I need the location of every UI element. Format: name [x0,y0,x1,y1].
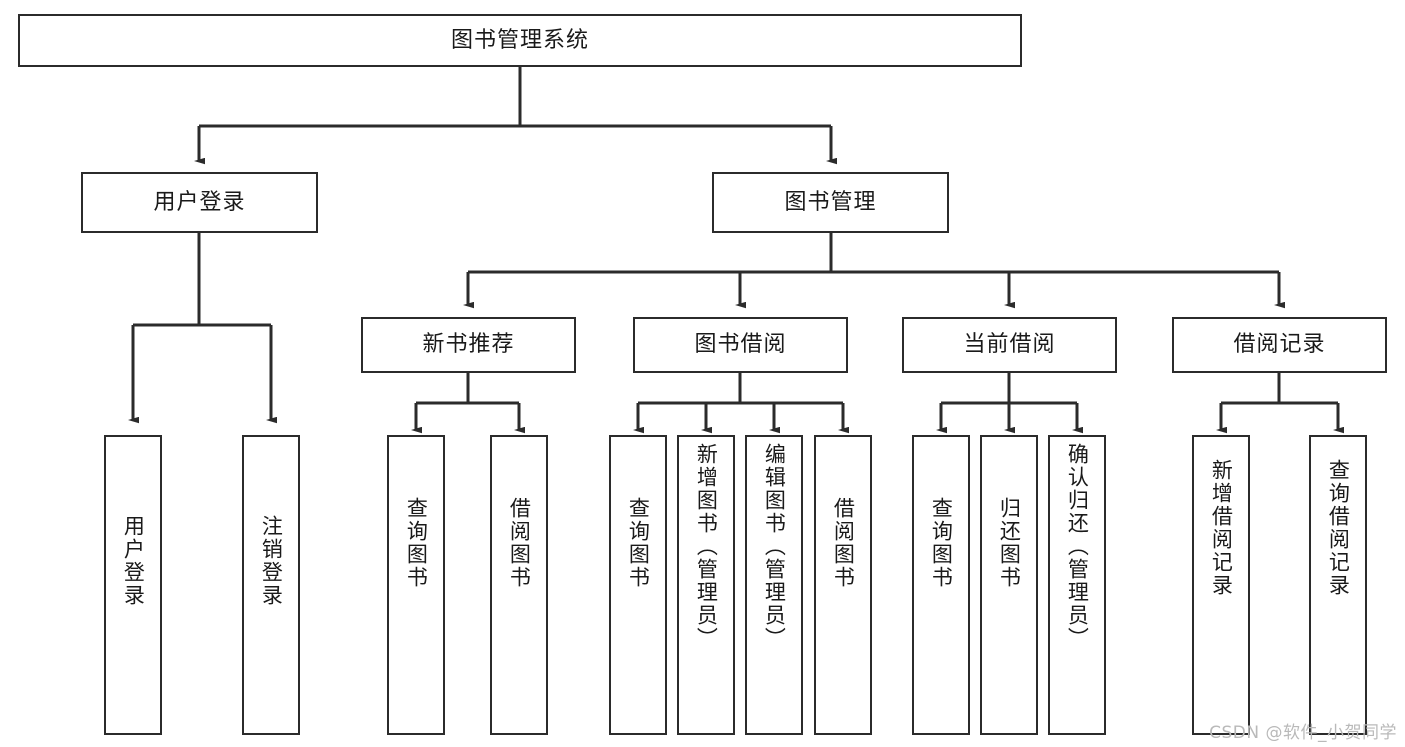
leaf-return-book[interactable]: 归还图书 [980,435,1038,735]
leaf-borrow-book[interactable]: 借阅图书 [814,435,872,735]
leaf-add-book-label: 新增图书（管理员） [694,443,719,650]
node-user-login-label: 用户登录 [153,189,246,215]
node-book-manage[interactable]: 图书管理 [712,172,949,233]
node-user-login[interactable]: 用户登录 [81,172,318,233]
leaf-borrow-book-recommend[interactable]: 借阅图书 [490,435,548,735]
leaf-borrow-book-label: 借阅图书 [831,497,856,589]
node-new-book-recommend[interactable]: 新书推荐 [361,317,576,373]
csdn-watermark: CSDN @软件_小贺同学 [1209,723,1397,743]
leaf-logout-label: 注销登录 [259,515,284,607]
leaf-query-book-recommend-label: 查询图书 [404,497,429,589]
leaf-query-book-current-label: 查询图书 [929,497,954,589]
node-book-borrow[interactable]: 图书借阅 [633,317,848,373]
node-root[interactable]: 图书管理系统 [18,14,1022,67]
node-new-book-recommend-label: 新书推荐 [422,332,515,357]
node-borrow-record-label: 借阅记录 [1233,332,1326,357]
leaf-query-book-current[interactable]: 查询图书 [912,435,970,735]
leaf-query-borrow-record-label: 查询借阅记录 [1326,459,1351,597]
node-book-manage-label: 图书管理 [784,189,877,215]
leaf-user-login-label: 用户登录 [121,515,146,607]
leaf-query-borrow-record[interactable]: 查询借阅记录 [1309,435,1367,735]
leaf-edit-book[interactable]: 编辑图书（管理员） [745,435,803,735]
leaf-query-book-borrow[interactable]: 查询图书 [609,435,667,735]
leaf-borrow-book-recommend-label: 借阅图书 [507,497,532,589]
leaf-add-borrow-record[interactable]: 新增借阅记录 [1192,435,1250,735]
leaf-user-login[interactable]: 用户登录 [104,435,162,735]
node-root-label: 图书管理系统 [450,27,589,53]
node-borrow-record[interactable]: 借阅记录 [1172,317,1387,373]
leaf-edit-book-label: 编辑图书（管理员） [762,443,787,650]
node-current-borrow-label: 当前借阅 [963,332,1056,357]
leaf-add-book[interactable]: 新增图书（管理员） [677,435,735,735]
leaf-return-book-label: 归还图书 [997,497,1022,589]
node-current-borrow[interactable]: 当前借阅 [902,317,1117,373]
leaf-logout[interactable]: 注销登录 [242,435,300,735]
leaf-confirm-return-label: 确认归还（管理员） [1065,443,1090,650]
leaf-add-borrow-record-label: 新增借阅记录 [1209,459,1234,597]
leaf-query-book-borrow-label: 查询图书 [626,497,651,589]
leaf-query-book-recommend[interactable]: 查询图书 [387,435,445,735]
leaf-confirm-return[interactable]: 确认归还（管理员） [1048,435,1106,735]
node-book-borrow-label: 图书借阅 [694,332,787,357]
